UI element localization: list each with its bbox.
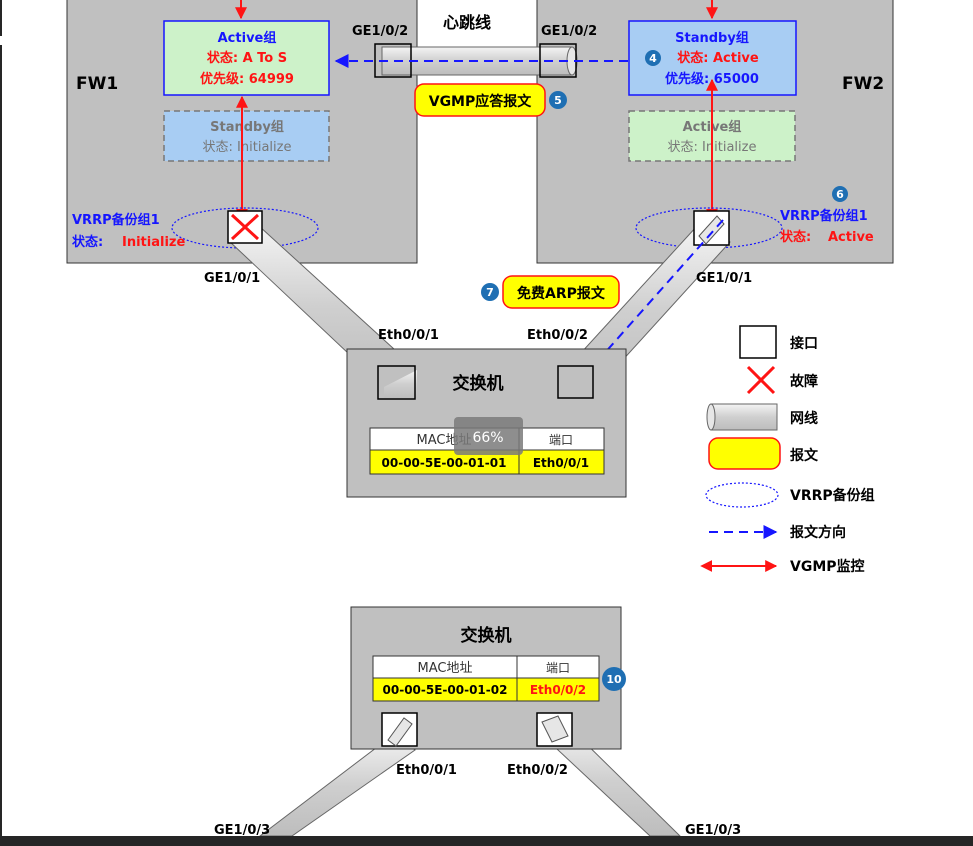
switch2-table-cell-port xyxy=(516,677,600,702)
switch1-col-port: 端口 xyxy=(549,433,573,447)
fw2-standby-group-title: Standby组 xyxy=(675,30,749,46)
switch1-interface-right xyxy=(557,365,594,399)
fw2-vrrp-state-value: Active xyxy=(828,230,874,245)
fw2-heartbeat-port-label: GE1/0/2 xyxy=(541,24,597,39)
legend-message-icon xyxy=(708,437,781,470)
switch2-col-port: 端口 xyxy=(546,661,570,675)
fw1-label: FW1 xyxy=(76,74,118,94)
fw1-vrrp-title: VRRP备份组1 xyxy=(72,212,160,228)
vgmp-reply-message-label: VGMP应答报文 xyxy=(429,93,533,110)
switch2-connector-right xyxy=(541,715,569,743)
zoom-indicator xyxy=(454,417,523,455)
fw2-label: FW2 xyxy=(842,74,884,94)
legend-vgmp-label: VGMP监控 xyxy=(790,558,865,575)
fw2-vrrp-title: VRRP备份组1 xyxy=(780,208,868,224)
fw1-heartbeat-port-label: GE1/0/2 xyxy=(352,24,408,39)
legend-fault-label: 故障 xyxy=(790,373,818,390)
legend-cable-icon xyxy=(710,403,778,431)
free-arp-message-label: 免费ARP报文 xyxy=(517,285,606,302)
legend-fault-icon xyxy=(746,365,776,395)
switch1-table-cell-port xyxy=(518,449,605,475)
switch2-title: 交换机 xyxy=(461,625,512,646)
step-5-badge xyxy=(549,91,567,109)
switch2-port-right-label: Eth0/0/2 xyxy=(507,763,568,778)
step-4-badge xyxy=(645,50,661,66)
switch1-port-value: Eth0/0/1 xyxy=(533,456,589,470)
fw1-active-group-box xyxy=(163,20,330,96)
switch2-connector-left xyxy=(387,717,413,747)
fw1-standby-group-title: Standby组 xyxy=(210,119,284,135)
step-7-number: 7 xyxy=(486,286,494,299)
fw1-uplink-port-label: GE1/0/1 xyxy=(204,271,260,286)
fw1-vrrp-state-value: Initialize xyxy=(122,235,185,250)
legend-direction-label: 报文方向 xyxy=(790,524,846,541)
vgmp-reply-message xyxy=(414,83,546,117)
fw1-active-group-title: Active组 xyxy=(218,30,277,46)
switch1-port-right-label: Eth0/0/2 xyxy=(527,328,588,343)
switch2-col-mac: MAC地址 xyxy=(418,661,473,676)
viewer-bottom-edge xyxy=(0,836,973,842)
fw1-vrrp-state-label: 状态: xyxy=(72,234,103,250)
legend-vrrp-label: VRRP备份组 xyxy=(790,487,875,504)
switch1-interface-left xyxy=(377,365,416,400)
viewer-edge-mark xyxy=(0,36,3,45)
heartbeat-label: 心跳线 xyxy=(443,13,491,32)
switch2-mac-value: 00-00-5E-00-01-02 xyxy=(383,683,508,697)
step-10-number: 10 xyxy=(606,673,622,686)
step-6-badge xyxy=(832,186,848,202)
fw2-uplink-port-label: GE1/0/1 xyxy=(696,271,752,286)
fw1-active-group-state: 状态: A To S xyxy=(207,50,287,66)
switch2-lower-right-port-label: GE1/0/3 xyxy=(685,823,741,838)
fw2-standby-group-state: 状态: Active xyxy=(677,50,759,66)
legend-interface-label: 接口 xyxy=(790,335,818,352)
legend-interface-icon xyxy=(739,325,777,359)
fw1-fault-icon xyxy=(230,213,260,241)
fw1-standby-group-state: 状态: Initialize xyxy=(203,140,292,155)
fw2-port-connector xyxy=(698,215,725,245)
step-10-badge xyxy=(602,667,626,691)
zoom-indicator-label: 66% xyxy=(472,430,503,446)
switch1-title: 交换机 xyxy=(453,373,504,394)
switch2-port-value: Eth0/0/2 xyxy=(530,683,586,697)
legend-cable-label: 网线 xyxy=(790,410,818,427)
switch1-port-left-label: Eth0/0/1 xyxy=(378,328,439,343)
step-7-badge xyxy=(481,283,499,301)
step-5-number: 5 xyxy=(554,94,562,107)
step-6-number: 6 xyxy=(836,188,844,201)
fw2-vrrp-group-ellipse xyxy=(635,207,783,249)
free-arp-message xyxy=(502,275,620,309)
fw1-vrrp-group-ellipse xyxy=(171,207,319,249)
legend-cable-end xyxy=(706,403,716,431)
step-4-number: 4 xyxy=(649,52,657,65)
switch2-port-left-label: Eth0/0/1 xyxy=(396,763,457,778)
legend-vrrp-icon xyxy=(705,482,779,508)
fw1-active-group-priority: 优先级: 64999 xyxy=(200,71,294,87)
switch2-lower-left-port-label: GE1/0/3 xyxy=(214,823,270,838)
legend-message-label: 报文 xyxy=(790,447,819,464)
switch1-mac-value: 00-00-5E-00-01-01 xyxy=(382,456,507,470)
switch1-cable-entry-left xyxy=(384,370,417,398)
fw2-vrrp-state-label: 状态: xyxy=(780,229,811,245)
viewer-left-edge xyxy=(0,0,2,842)
